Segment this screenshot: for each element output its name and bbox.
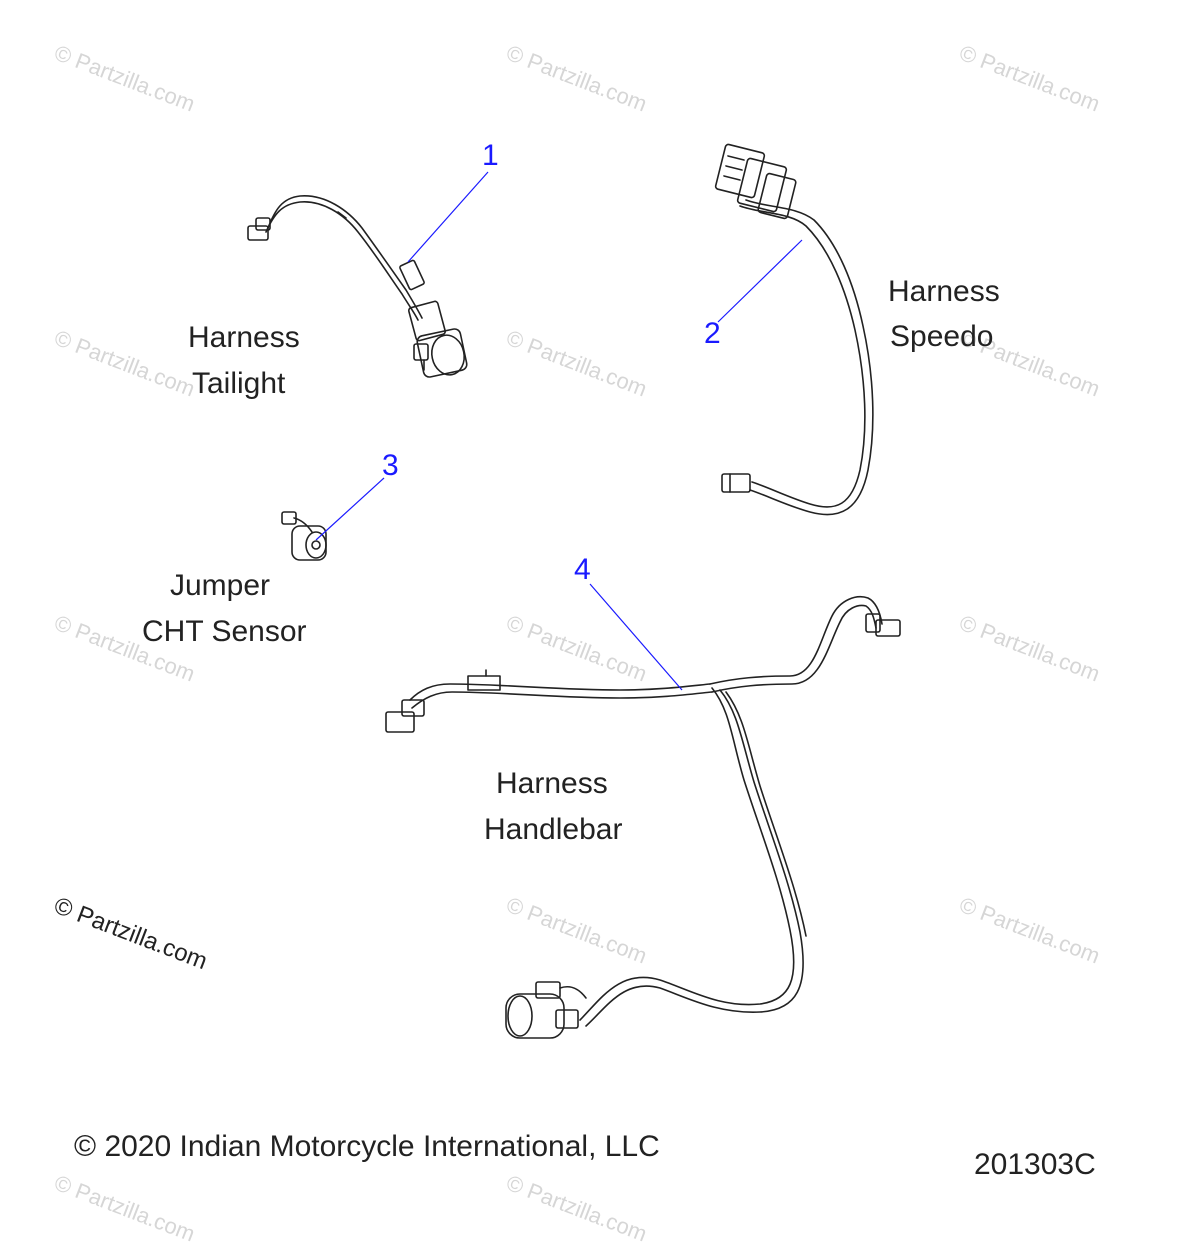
copyright-notice: © 2020 Indian Motorcycle International, … (74, 1130, 660, 1163)
leader-line-4 (589, 583, 683, 691)
handlebar-harness-drawing (385, 596, 901, 1039)
callout-1: 1 (482, 139, 499, 172)
leader-line-2 (717, 239, 803, 323)
callout-4: 4 (574, 553, 591, 586)
label-speedo-line2: Speedo (890, 320, 994, 353)
label-jumper-line1: Jumper (170, 569, 271, 602)
label-tailight-line2: Tailight (192, 367, 286, 400)
label-handlebar-line1: Harness (496, 767, 608, 800)
label-tailight-line1: Harness (188, 321, 300, 354)
label-jumper-line2: CHT Sensor (142, 615, 307, 648)
leader-line-3 (315, 477, 385, 541)
leader-line-1 (407, 171, 489, 263)
speedo-harness-drawing (714, 143, 874, 516)
diagram-code: 201303C (974, 1148, 1096, 1181)
tailight-harness-drawing (247, 195, 468, 378)
jumper-cht-sensor-drawing (281, 511, 327, 561)
callout-3: 3 (382, 449, 399, 482)
label-handlebar-line2: Handlebar (484, 813, 623, 846)
label-speedo-line1: Harness (888, 275, 1000, 308)
parts-diagram (247, 143, 901, 1039)
callout-2: 2 (704, 317, 721, 350)
